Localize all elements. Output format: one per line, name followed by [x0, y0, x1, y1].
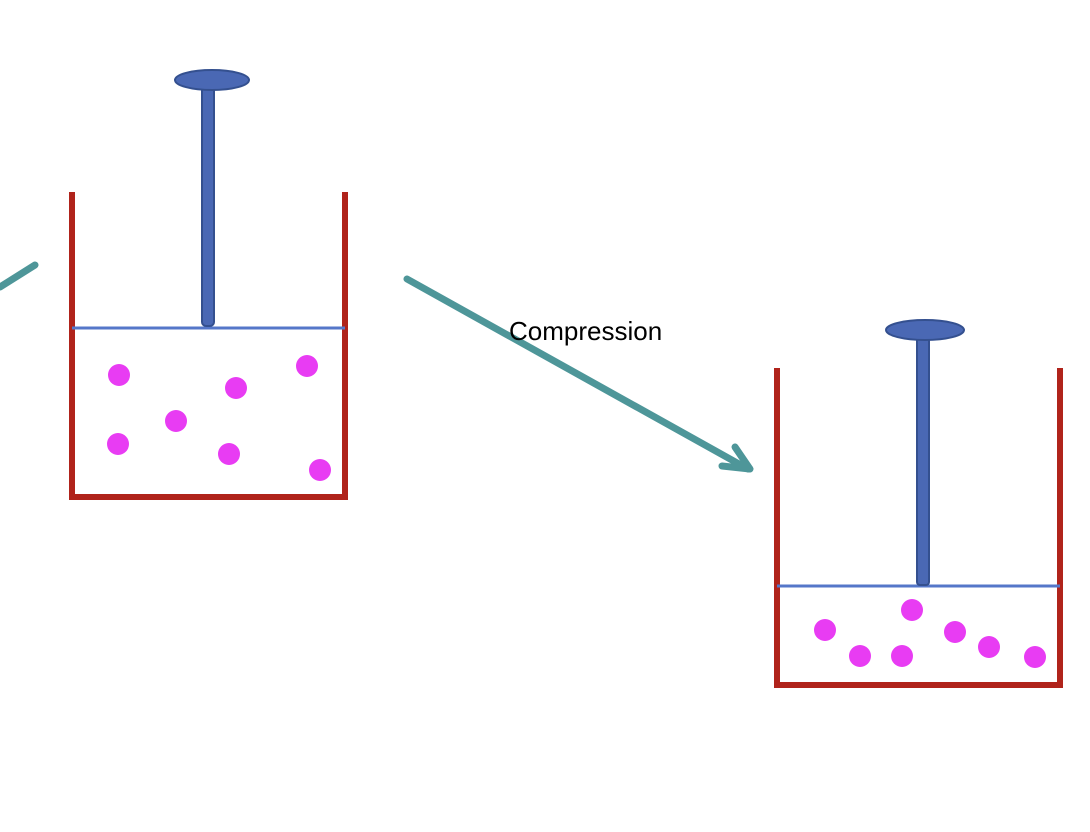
container-before [69, 69, 348, 500]
incoming-arrow-fragment [0, 261, 39, 291]
piston-rod [201, 81, 215, 327]
gas-particles [107, 355, 331, 481]
arrow-label: Compression [509, 316, 662, 346]
piston-rod [916, 332, 930, 586]
gas-particle [225, 377, 247, 399]
arrow-head [718, 443, 754, 473]
gas-particle [944, 621, 966, 643]
gas-particle [309, 459, 331, 481]
gas-particle [1024, 646, 1046, 668]
piston-handle [174, 69, 250, 91]
container-after [774, 319, 1063, 688]
gas-particle [891, 645, 913, 667]
piston-handle [885, 319, 965, 341]
gas-particle [849, 645, 871, 667]
gas-particle [296, 355, 318, 377]
gas-particle [978, 636, 1000, 658]
container-walls [69, 192, 348, 500]
gas-particle [218, 443, 240, 465]
gas-particle [107, 433, 129, 455]
gas-particle [165, 410, 187, 432]
gas-particles [814, 599, 1046, 668]
gas-particle [108, 364, 130, 386]
arrow-shaft [403, 275, 752, 473]
gas-particle [901, 599, 923, 621]
gas-particle [814, 619, 836, 641]
compression-arrow [403, 275, 754, 473]
container-walls [774, 368, 1063, 688]
